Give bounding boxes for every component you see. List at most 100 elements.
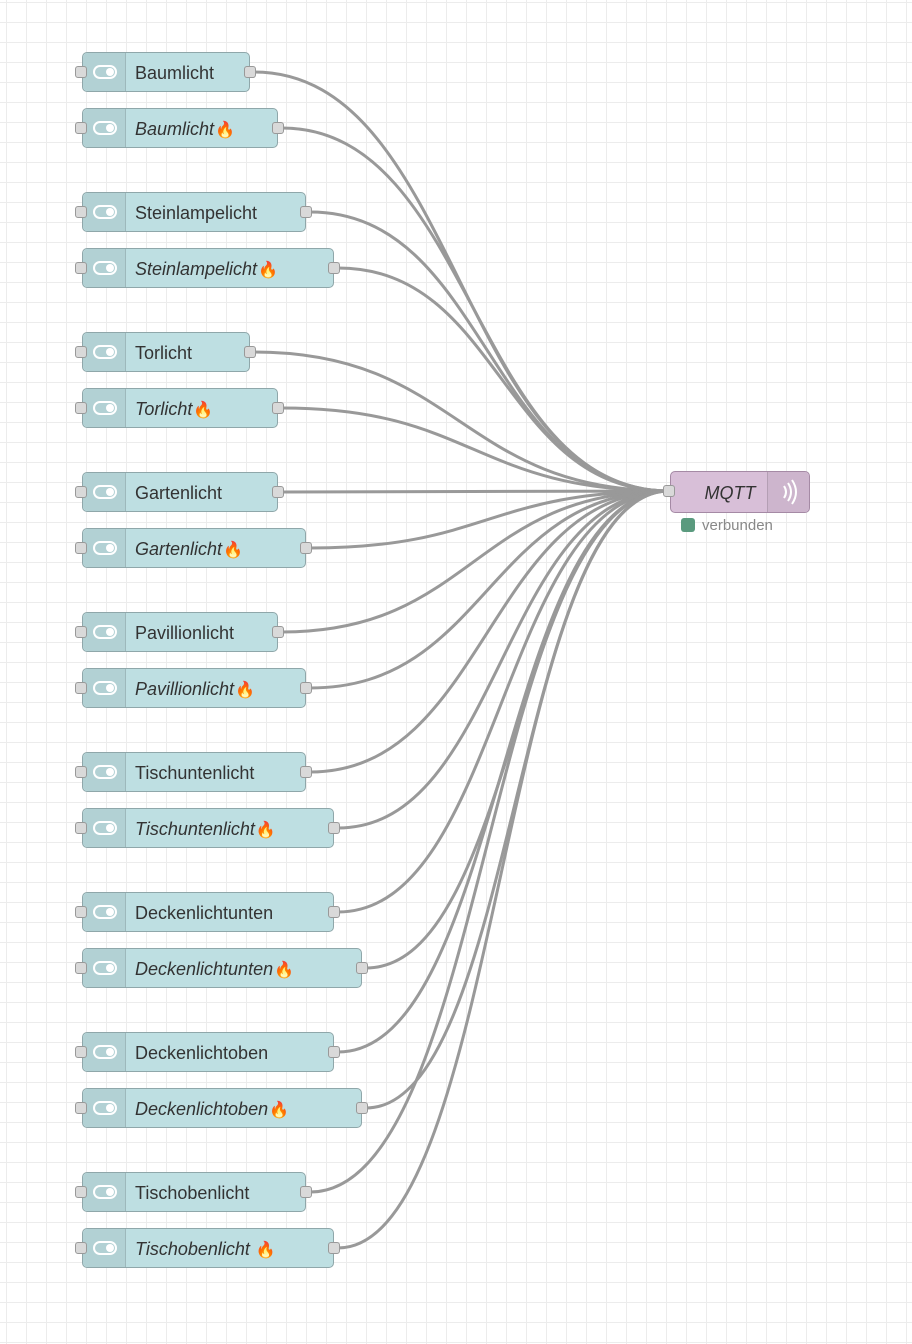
wire[interactable] — [281, 489, 670, 494]
inject-input-port[interactable] — [75, 1102, 87, 1114]
inject-output-port[interactable] — [328, 1242, 340, 1254]
wire[interactable] — [337, 489, 670, 1054]
wire[interactable] — [281, 489, 670, 634]
inject-input-port[interactable] — [75, 1046, 87, 1058]
inject-input-port[interactable] — [75, 66, 87, 78]
wire[interactable] — [309, 489, 670, 774]
inject-input-port[interactable] — [75, 906, 87, 918]
inject-output-port[interactable] — [328, 906, 340, 918]
inject-output-port[interactable] — [356, 962, 368, 974]
inject-input-port[interactable] — [75, 1186, 87, 1198]
inject-node[interactable]: Deckenlichtoben🔥 — [82, 1088, 362, 1128]
inject-node[interactable]: Steinlampelicht — [82, 192, 306, 232]
inject-node[interactable]: Gartenlicht — [82, 472, 278, 512]
inject-output-port[interactable] — [300, 542, 312, 554]
inject-button-area[interactable] — [83, 249, 126, 287]
inject-node[interactable]: Baumlicht🔥 — [82, 108, 278, 148]
inject-button-area[interactable] — [83, 1033, 126, 1071]
inject-button-area[interactable] — [83, 809, 126, 847]
toggle-icon — [93, 1101, 117, 1115]
inject-output-port[interactable] — [300, 206, 312, 218]
inject-node[interactable]: Tischuntenlicht🔥 — [82, 808, 334, 848]
inject-output-port[interactable] — [300, 1186, 312, 1198]
inject-input-port[interactable] — [75, 766, 87, 778]
wire[interactable] — [309, 489, 670, 690]
inject-input-port[interactable] — [75, 542, 87, 554]
inject-output-port[interactable] — [272, 486, 284, 498]
inject-node-label: Deckenlichtunten — [135, 903, 274, 923]
inject-node[interactable]: Torlicht🔥 — [82, 388, 278, 428]
inject-button-area[interactable] — [83, 1229, 126, 1267]
inject-node[interactable]: Tischobenlicht 🔥 — [82, 1228, 334, 1268]
inject-node[interactable]: Gartenlicht🔥 — [82, 528, 306, 568]
inject-input-port[interactable] — [75, 822, 87, 834]
inject-button-area[interactable] — [83, 893, 126, 931]
inject-input-port[interactable] — [75, 346, 87, 358]
inject-button-area[interactable] — [83, 529, 126, 567]
inject-node[interactable]: Baumlicht — [82, 52, 250, 92]
inject-output-port[interactable] — [244, 66, 256, 78]
inject-output-port[interactable] — [272, 402, 284, 414]
inject-output-port[interactable] — [300, 766, 312, 778]
inject-node[interactable]: Steinlampelicht🔥 — [82, 248, 334, 288]
inject-button-area[interactable] — [83, 613, 126, 651]
toggle-icon — [93, 65, 117, 79]
wire[interactable] — [309, 210, 670, 493]
inject-node[interactable]: Torlicht — [82, 332, 250, 372]
toggle-icon — [93, 1185, 117, 1199]
wire[interactable] — [337, 266, 670, 493]
inject-output-port[interactable] — [272, 626, 284, 638]
toggle-icon — [93, 205, 117, 219]
toggle-icon — [93, 625, 117, 639]
inject-input-port[interactable] — [75, 486, 87, 498]
inject-button-area[interactable] — [83, 53, 126, 91]
inject-node-label: Deckenlichtoben🔥 — [135, 1099, 290, 1119]
inject-output-port[interactable] — [328, 822, 340, 834]
inject-output-port[interactable] — [300, 682, 312, 694]
wire[interactable] — [281, 406, 670, 493]
inject-output-port[interactable] — [328, 1046, 340, 1058]
inject-node-label: Tischobenlicht — [135, 1183, 250, 1203]
inject-input-port[interactable] — [75, 1242, 87, 1254]
inject-output-port[interactable] — [356, 1102, 368, 1114]
inject-input-port[interactable] — [75, 206, 87, 218]
inject-node[interactable]: Tischuntenlicht — [82, 752, 306, 792]
inject-input-port[interactable] — [75, 962, 87, 974]
toggle-icon — [93, 401, 117, 415]
wire[interactable] — [281, 126, 670, 493]
inject-node[interactable]: Tischobenlicht — [82, 1172, 306, 1212]
inject-node[interactable]: Deckenlichtoben — [82, 1032, 334, 1072]
inject-input-port[interactable] — [75, 402, 87, 414]
inject-input-port[interactable] — [75, 262, 87, 274]
inject-input-port[interactable] — [75, 682, 87, 694]
inject-button-area[interactable] — [83, 669, 126, 707]
inject-button-area[interactable] — [83, 109, 126, 147]
inject-button-area[interactable] — [83, 193, 126, 231]
wire[interactable] — [337, 489, 670, 914]
inject-output-port[interactable] — [272, 122, 284, 134]
inject-button-area[interactable] — [83, 949, 126, 987]
inject-node[interactable]: Pavillionlicht — [82, 612, 278, 652]
inject-node[interactable]: Deckenlichtunten🔥 — [82, 948, 362, 988]
inject-node[interactable]: Pavillionlicht🔥 — [82, 668, 306, 708]
wire[interactable] — [337, 489, 670, 1250]
inject-output-port[interactable] — [328, 262, 340, 274]
inject-node-label: Torlicht🔥 — [135, 399, 214, 419]
wire[interactable] — [253, 350, 670, 493]
inject-output-port[interactable] — [244, 346, 256, 358]
wire[interactable] — [337, 489, 670, 830]
wire[interactable] — [309, 489, 670, 1194]
mqtt-out-node[interactable]: MQTT — [670, 471, 810, 513]
wire[interactable] — [309, 489, 670, 550]
inject-button-area[interactable] — [83, 1173, 126, 1211]
inject-node[interactable]: Deckenlichtunten — [82, 892, 334, 932]
inject-button-area[interactable] — [83, 389, 126, 427]
inject-button-area[interactable] — [83, 333, 126, 371]
inject-input-port[interactable] — [75, 626, 87, 638]
status-dot-icon — [681, 518, 695, 532]
inject-button-area[interactable] — [83, 753, 126, 791]
mqtt-input-port[interactable] — [663, 485, 675, 497]
inject-button-area[interactable] — [83, 1089, 126, 1127]
inject-input-port[interactable] — [75, 122, 87, 134]
inject-button-area[interactable] — [83, 473, 126, 511]
